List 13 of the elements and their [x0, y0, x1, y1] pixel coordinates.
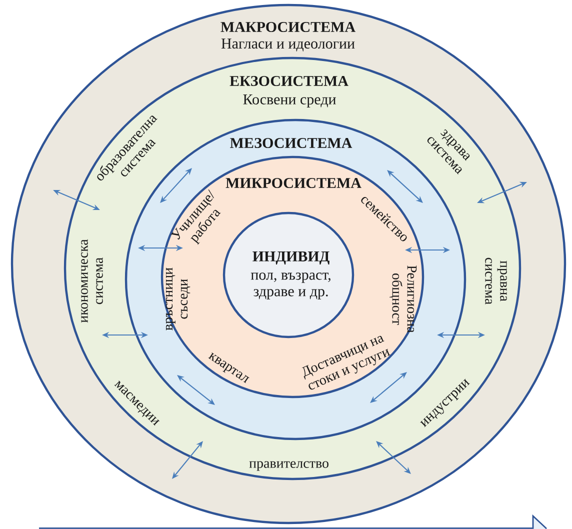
level-description: Нагласи и идеологии	[221, 38, 355, 52]
level-heading: ИНДИВИД	[252, 251, 330, 264]
ring-label: правна система	[485, 258, 507, 304]
level-heading: МАКРОСИСТЕМА	[220, 22, 356, 32]
ring-label: връстници съседи	[166, 268, 190, 330]
level-description: Косвени среди	[243, 94, 336, 108]
level-description: пол, възраст, здраве и др.	[250, 272, 330, 300]
level-heading: МИКРОСИСТЕМА	[226, 178, 362, 188]
ring-label: икономическа система	[81, 239, 103, 323]
ring-label: Религиозна общност	[389, 266, 417, 333]
ring-label: правителство	[249, 461, 328, 471]
level-heading: ЕКЗОСИСТЕМА	[230, 76, 348, 86]
level-heading: МЕЗОСИСТЕМА	[230, 138, 352, 148]
